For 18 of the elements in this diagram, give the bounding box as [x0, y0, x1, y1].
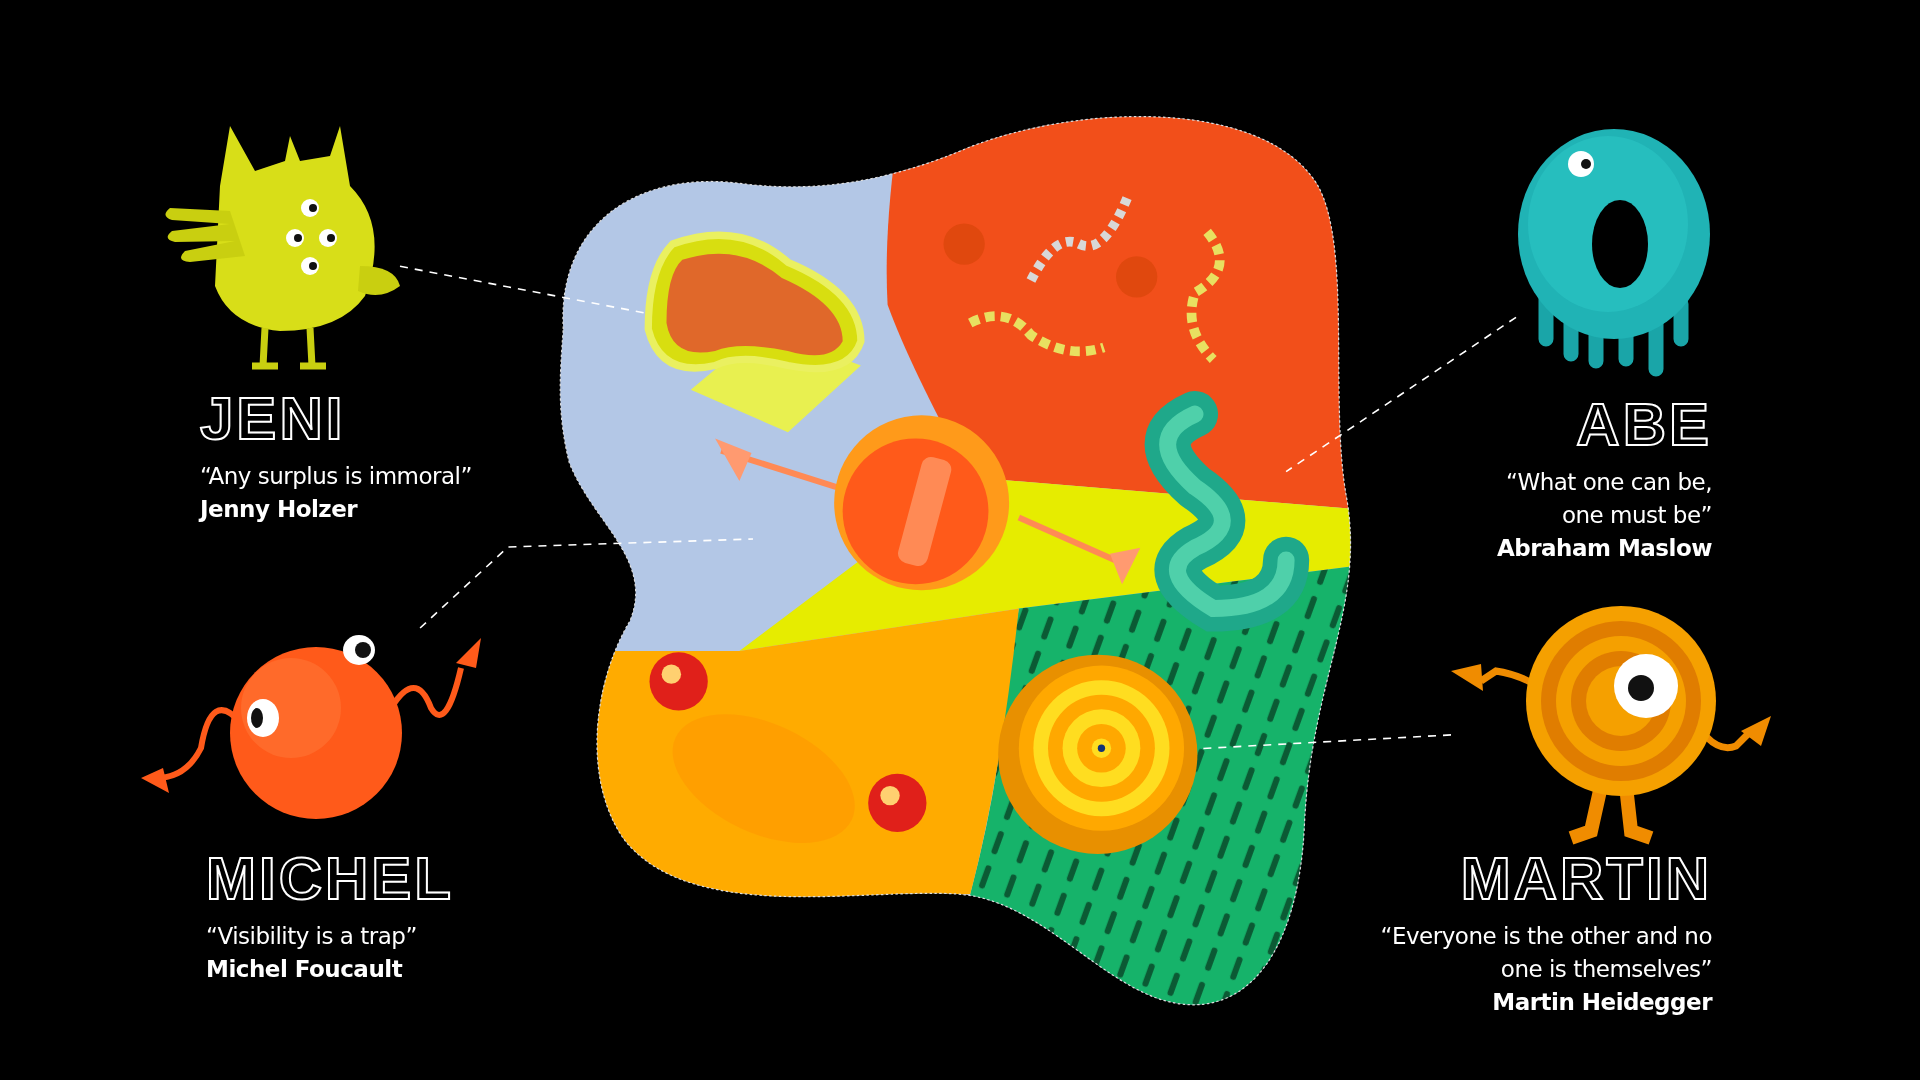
- donut-creature-drawing: [1516, 129, 1712, 374]
- tray-drawing: [644, 231, 865, 433]
- author-name: Martin Heidegger: [1492, 989, 1712, 1015]
- quote-text: “Visibility is a trap”: [206, 923, 417, 949]
- character-name: MICHEL: [206, 848, 454, 910]
- character-name: JENI: [200, 388, 346, 450]
- author-name: Michel Foucault: [206, 956, 403, 982]
- author-name: Abraham Maslow: [1496, 535, 1712, 561]
- leader-line: [1285, 316, 1517, 473]
- spiral-disc-drawing: [998, 654, 1198, 854]
- author-name: Jenny Holzer: [200, 496, 358, 522]
- character-name: MARTIN: [1460, 848, 1712, 910]
- quote-text: “Everyone is the other and no one is themselves”: [1380, 923, 1712, 982]
- character-name: ABE: [1576, 394, 1712, 456]
- quote-text: “Any surplus is immoral”: [200, 463, 472, 489]
- leader-line: [419, 538, 754, 629]
- worm-drawing: [1144, 391, 1310, 632]
- quote-text: “What one can be, one must be”: [1506, 469, 1712, 528]
